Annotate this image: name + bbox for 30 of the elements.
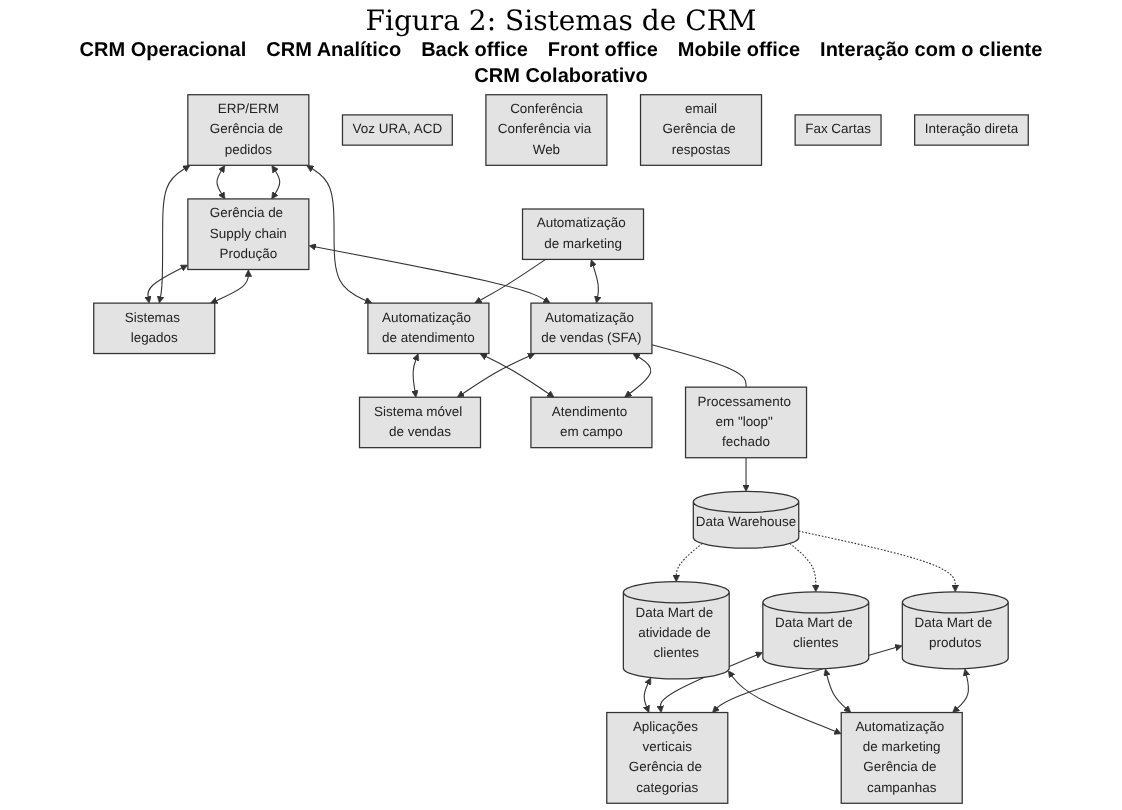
arrow xyxy=(798,530,959,593)
section-label: Interação com o cliente xyxy=(820,40,1043,62)
arrow xyxy=(216,165,226,200)
arrow xyxy=(624,353,652,398)
arrow xyxy=(271,165,281,200)
arrow xyxy=(308,243,551,304)
section-label: CRM Analítico xyxy=(266,40,402,62)
section-label: Back office xyxy=(421,40,528,62)
arrow xyxy=(156,165,191,304)
section-label: Mobile office xyxy=(677,40,801,62)
arrow xyxy=(789,542,820,593)
arrow xyxy=(144,264,188,304)
section-label: Front office xyxy=(547,40,658,62)
figure-title: Figura 2: Sistemas de CRM xyxy=(365,6,757,38)
arrow xyxy=(727,670,842,735)
arrow xyxy=(210,269,253,304)
section-label: CRM Colaborativo xyxy=(474,66,648,88)
arrow xyxy=(479,353,555,398)
arrow xyxy=(642,677,652,713)
arrow xyxy=(474,258,547,304)
arrow xyxy=(457,353,535,398)
arrow xyxy=(952,668,971,713)
connector xyxy=(651,344,747,388)
arrow xyxy=(742,457,750,492)
arrow xyxy=(411,353,420,398)
arrow xyxy=(589,259,602,304)
arrow xyxy=(672,542,703,583)
section-label: CRM Operacional xyxy=(79,40,247,62)
arrow xyxy=(823,668,852,713)
arrow xyxy=(306,165,373,304)
